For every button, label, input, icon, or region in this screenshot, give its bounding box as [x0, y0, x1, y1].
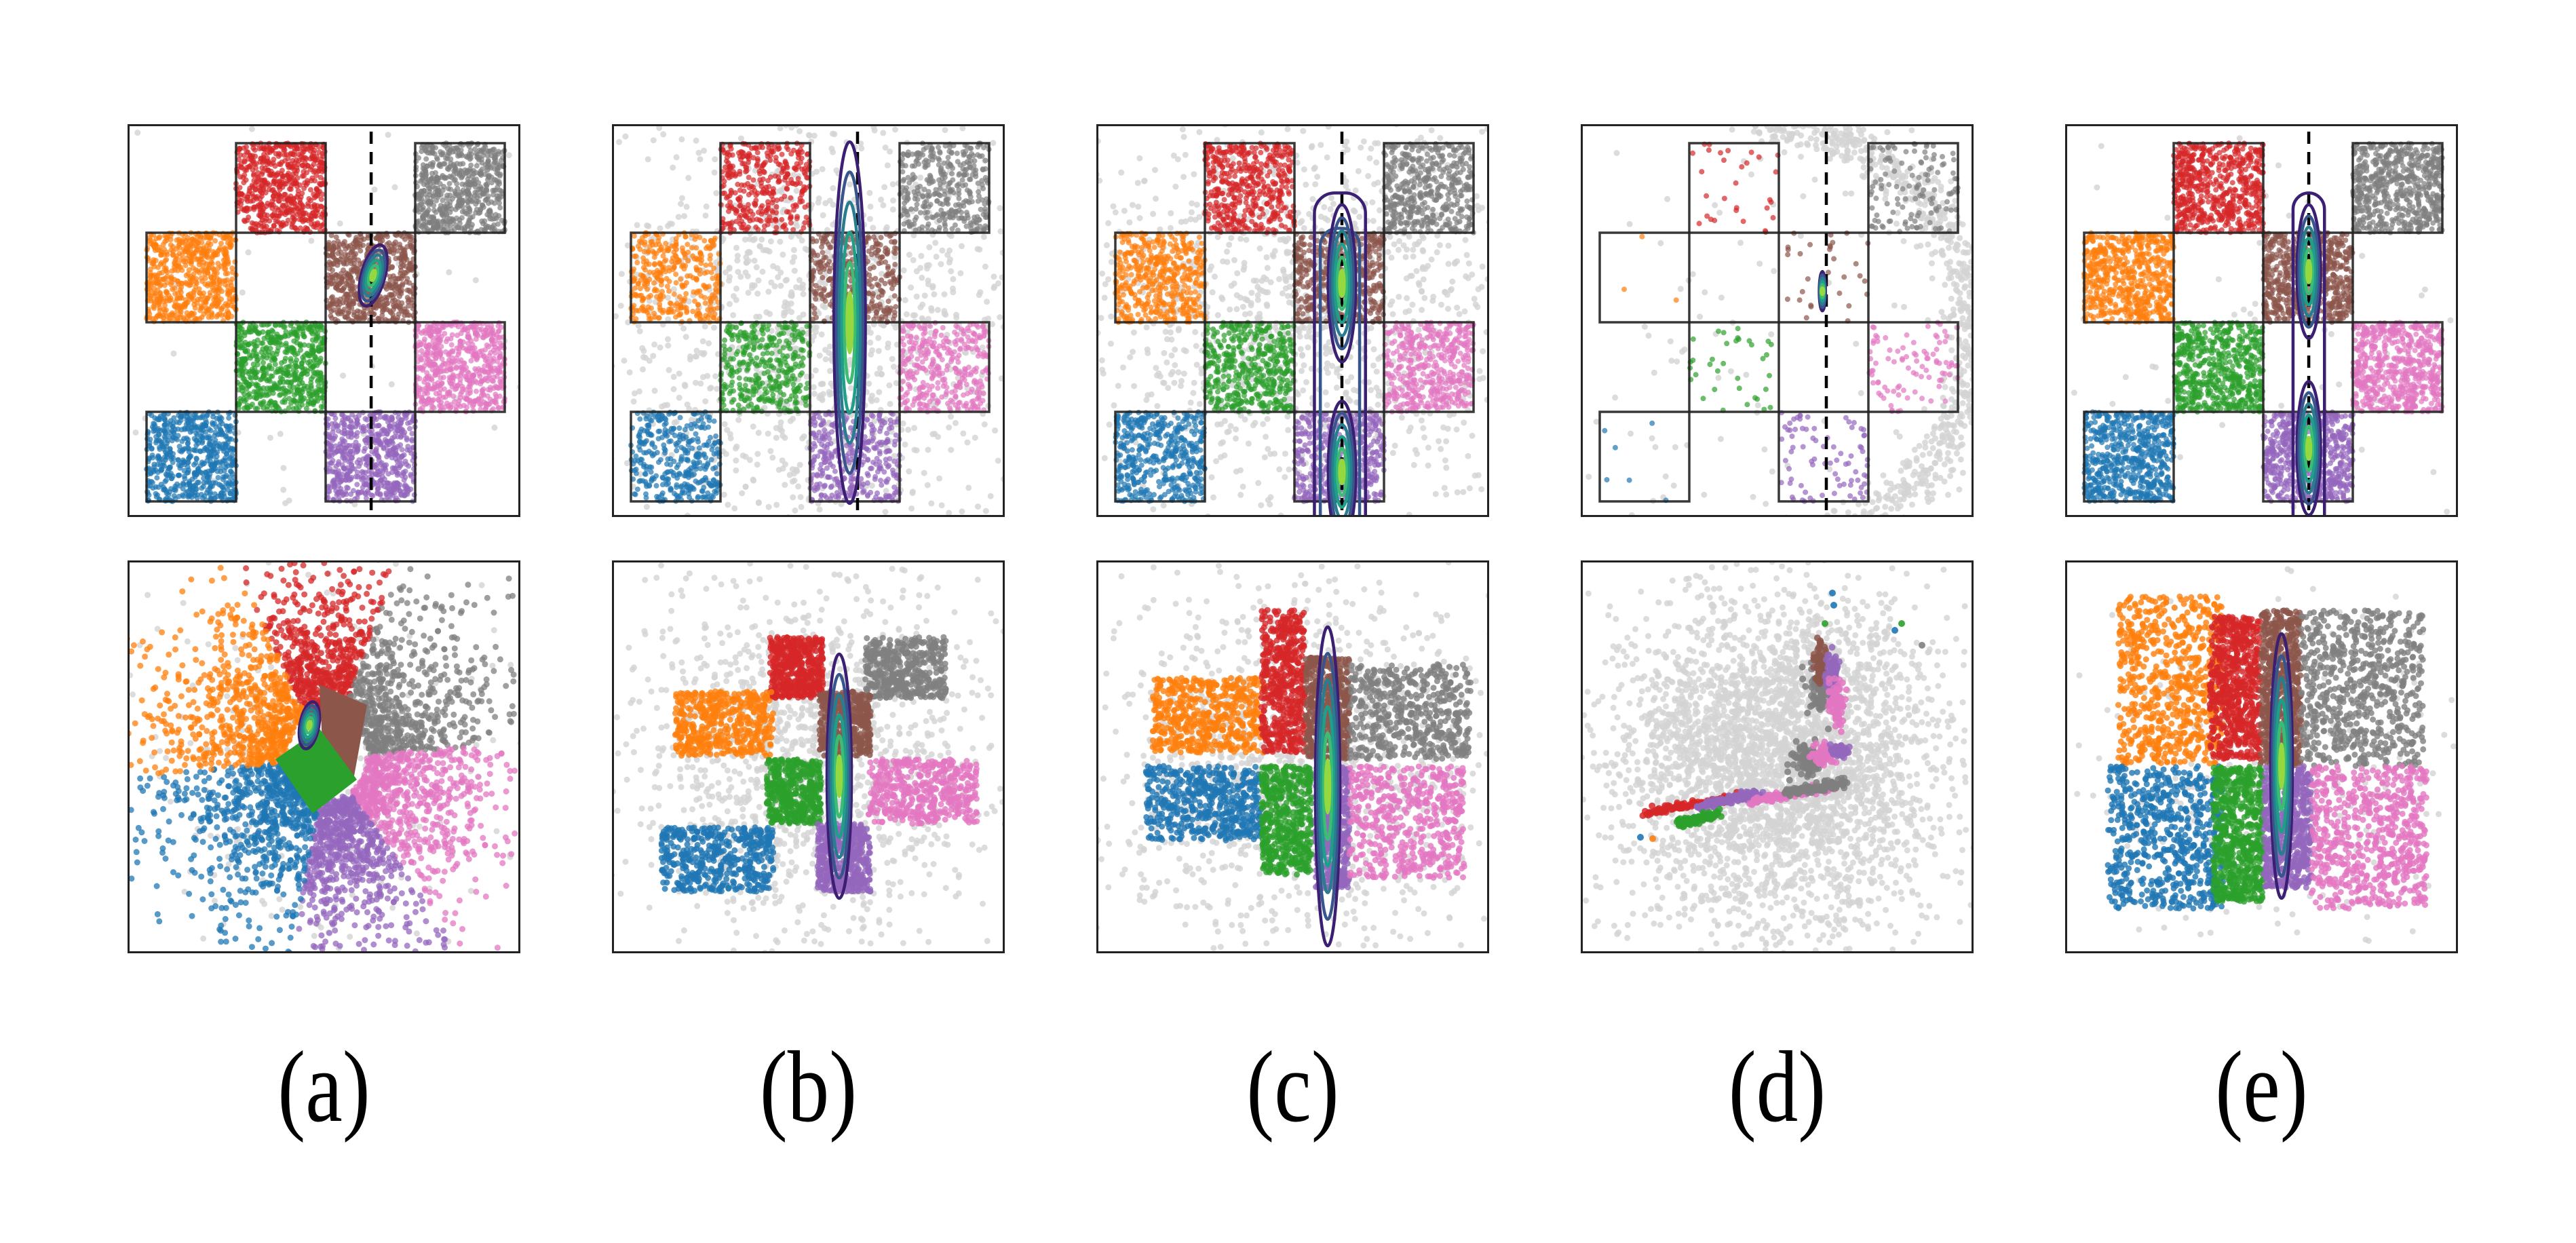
panel-c-data-space [1096, 124, 1489, 517]
scatter-plot [2074, 566, 2456, 944]
panel-d-latent-space [1581, 560, 1974, 953]
panel-b-data-space [612, 124, 1005, 517]
panel-b-latent-space [612, 560, 1005, 953]
panel-e-latent-space [2065, 560, 2458, 953]
subfigure-label-e: (e) [2100, 1026, 2423, 1148]
subfigure-label-a: (a) [163, 1026, 485, 1148]
scatter-plot [1098, 126, 1487, 515]
scatter-plot [614, 126, 1003, 515]
scatter-plot [1583, 562, 1972, 951]
subfigure-label-d: (d) [1616, 1026, 1938, 1148]
scatter-plot [614, 562, 1003, 951]
scatter-plot [2071, 132, 2456, 515]
scatter-plot [132, 126, 518, 515]
panel-a-data-space [128, 124, 520, 517]
subfigure-label-c: (c) [1132, 1026, 1454, 1148]
scatter-plot [130, 562, 518, 951]
panel-c-latent-space [1096, 560, 1489, 953]
panel-d-data-space [1581, 124, 1974, 517]
scatter-plot [1585, 126, 1972, 515]
subfigure-label-b: (b) [647, 1026, 969, 1148]
scatter-plot [1098, 562, 1487, 951]
panel-e-data-space [2065, 124, 2458, 517]
panel-a-latent-space [128, 560, 520, 953]
